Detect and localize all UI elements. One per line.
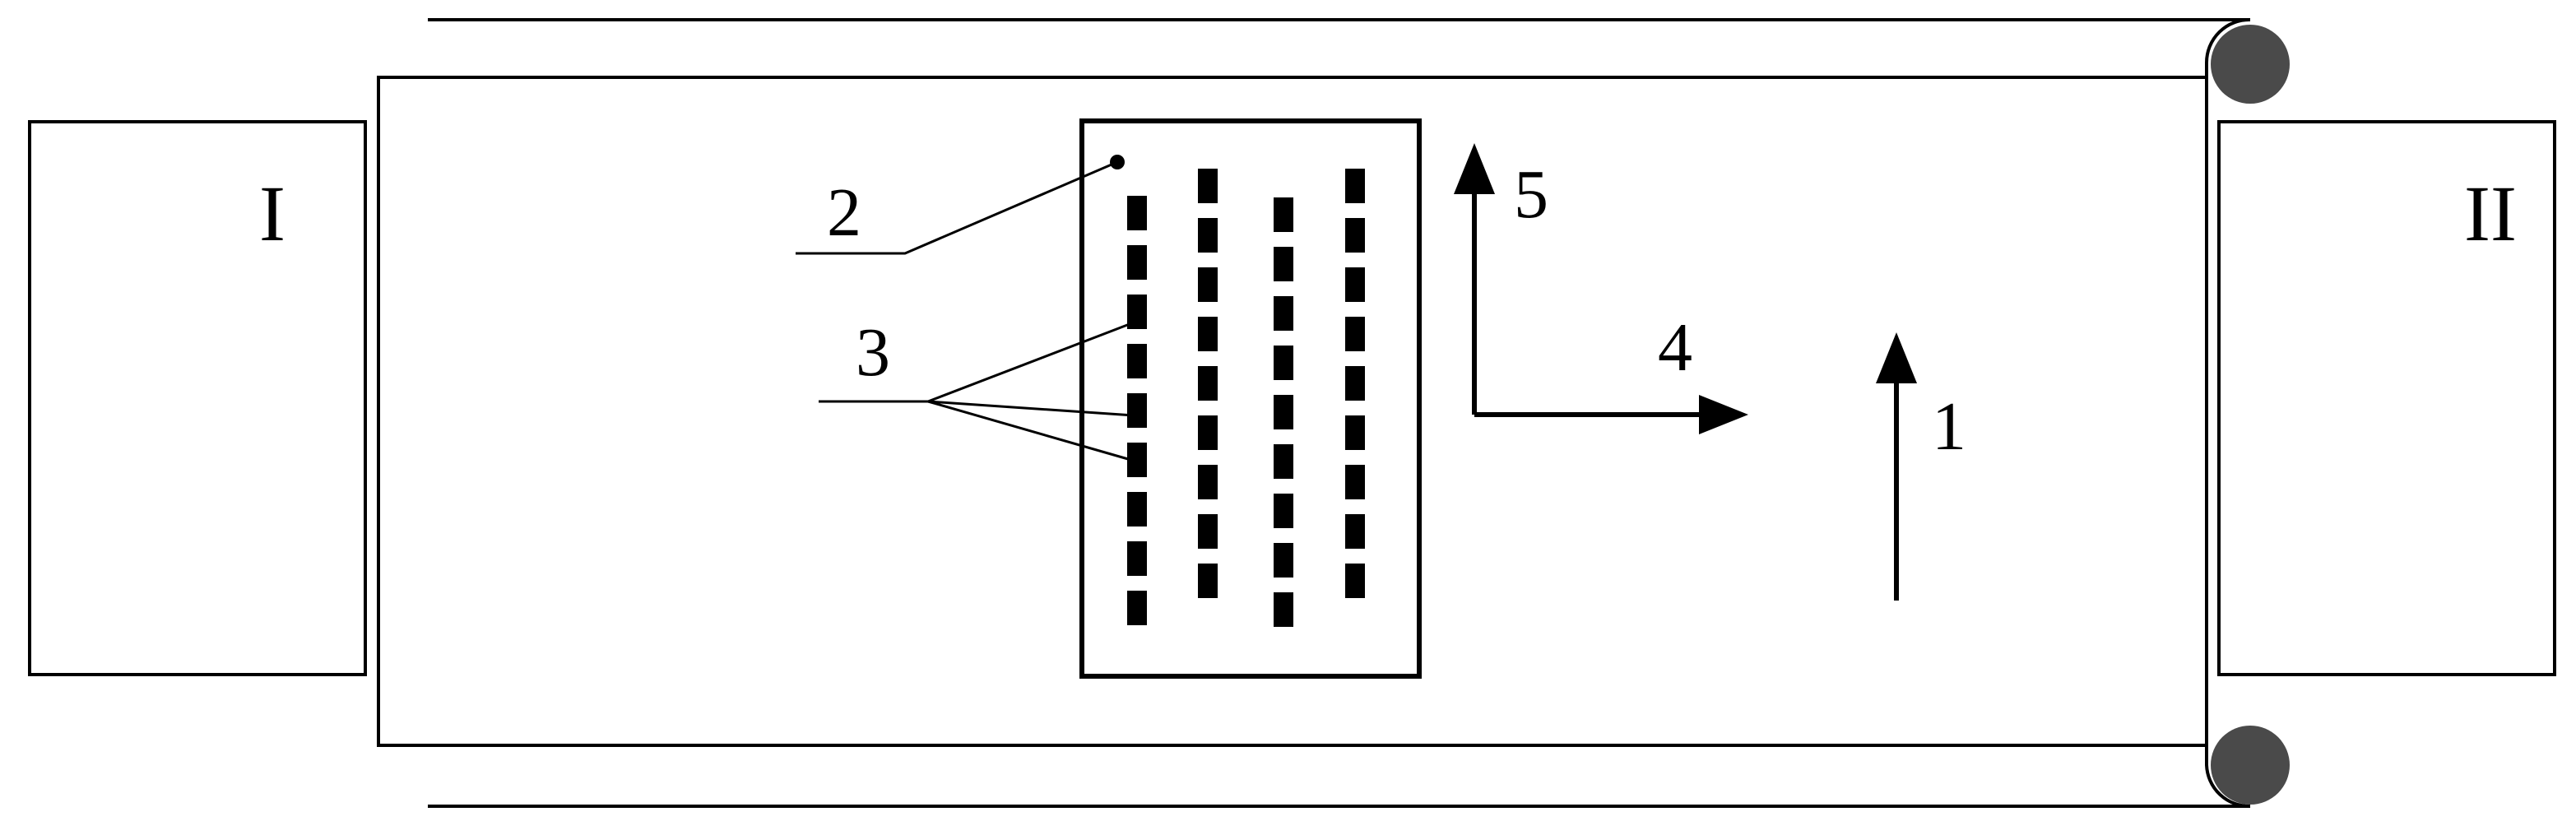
element-segment: [1198, 514, 1218, 549]
arrow-4-label: 4: [1658, 309, 1692, 386]
element-segment: [1198, 465, 1218, 499]
part-2-label: 2: [827, 174, 861, 251]
element-segment: [1198, 366, 1218, 401]
element-segment: [1127, 393, 1147, 428]
element-segment: [1274, 296, 1293, 331]
arrow-5-label: 5: [1514, 156, 1548, 233]
element-segment: [1127, 245, 1147, 280]
element-segment: [1198, 218, 1218, 253]
element-segment: [1345, 514, 1365, 549]
roller-top-icon: [2211, 25, 2290, 104]
element-segment: [1345, 317, 1365, 351]
arrow-5-head-icon: [1454, 143, 1495, 194]
element-segment: [1274, 197, 1293, 232]
element-segment: [1345, 366, 1365, 401]
element-segment: [1274, 346, 1293, 380]
arrow-1-head-icon: [1876, 332, 1917, 383]
element-segment: [1198, 267, 1218, 302]
element-segment: [1198, 564, 1218, 598]
element-segment: [1345, 415, 1365, 450]
block-left-label: I: [259, 169, 285, 257]
element-segment: [1345, 564, 1365, 598]
element-segment: [1127, 591, 1147, 625]
block-right-label: II: [2464, 169, 2517, 257]
roller-bottom-icon: [2211, 726, 2290, 805]
element-segment: [1127, 344, 1147, 378]
part-3-label: 3: [856, 314, 890, 391]
element-segment: [1274, 395, 1293, 429]
arrow-1-label: 1: [1932, 388, 1966, 465]
arrow-5-4: [1454, 143, 1748, 434]
arrow-1: [1876, 332, 1917, 601]
arrow-4-head-icon: [1699, 395, 1748, 434]
element-segment: [1274, 543, 1293, 578]
element-segment: [1345, 267, 1365, 302]
element-segment: [1198, 317, 1218, 351]
element-segment: [1345, 465, 1365, 499]
element-segment: [1127, 196, 1147, 230]
element-segment: [1274, 592, 1293, 627]
element-segment: [1345, 218, 1365, 253]
element-segment: [1274, 494, 1293, 528]
element-segment: [1345, 169, 1365, 203]
element-segment: [1127, 492, 1147, 527]
block-left: [30, 122, 365, 675]
element-segment: [1127, 541, 1147, 576]
element-segment: [1274, 247, 1293, 281]
element-segment: [1198, 415, 1218, 450]
element-segment: [1274, 444, 1293, 479]
element-segment: [1198, 169, 1218, 203]
